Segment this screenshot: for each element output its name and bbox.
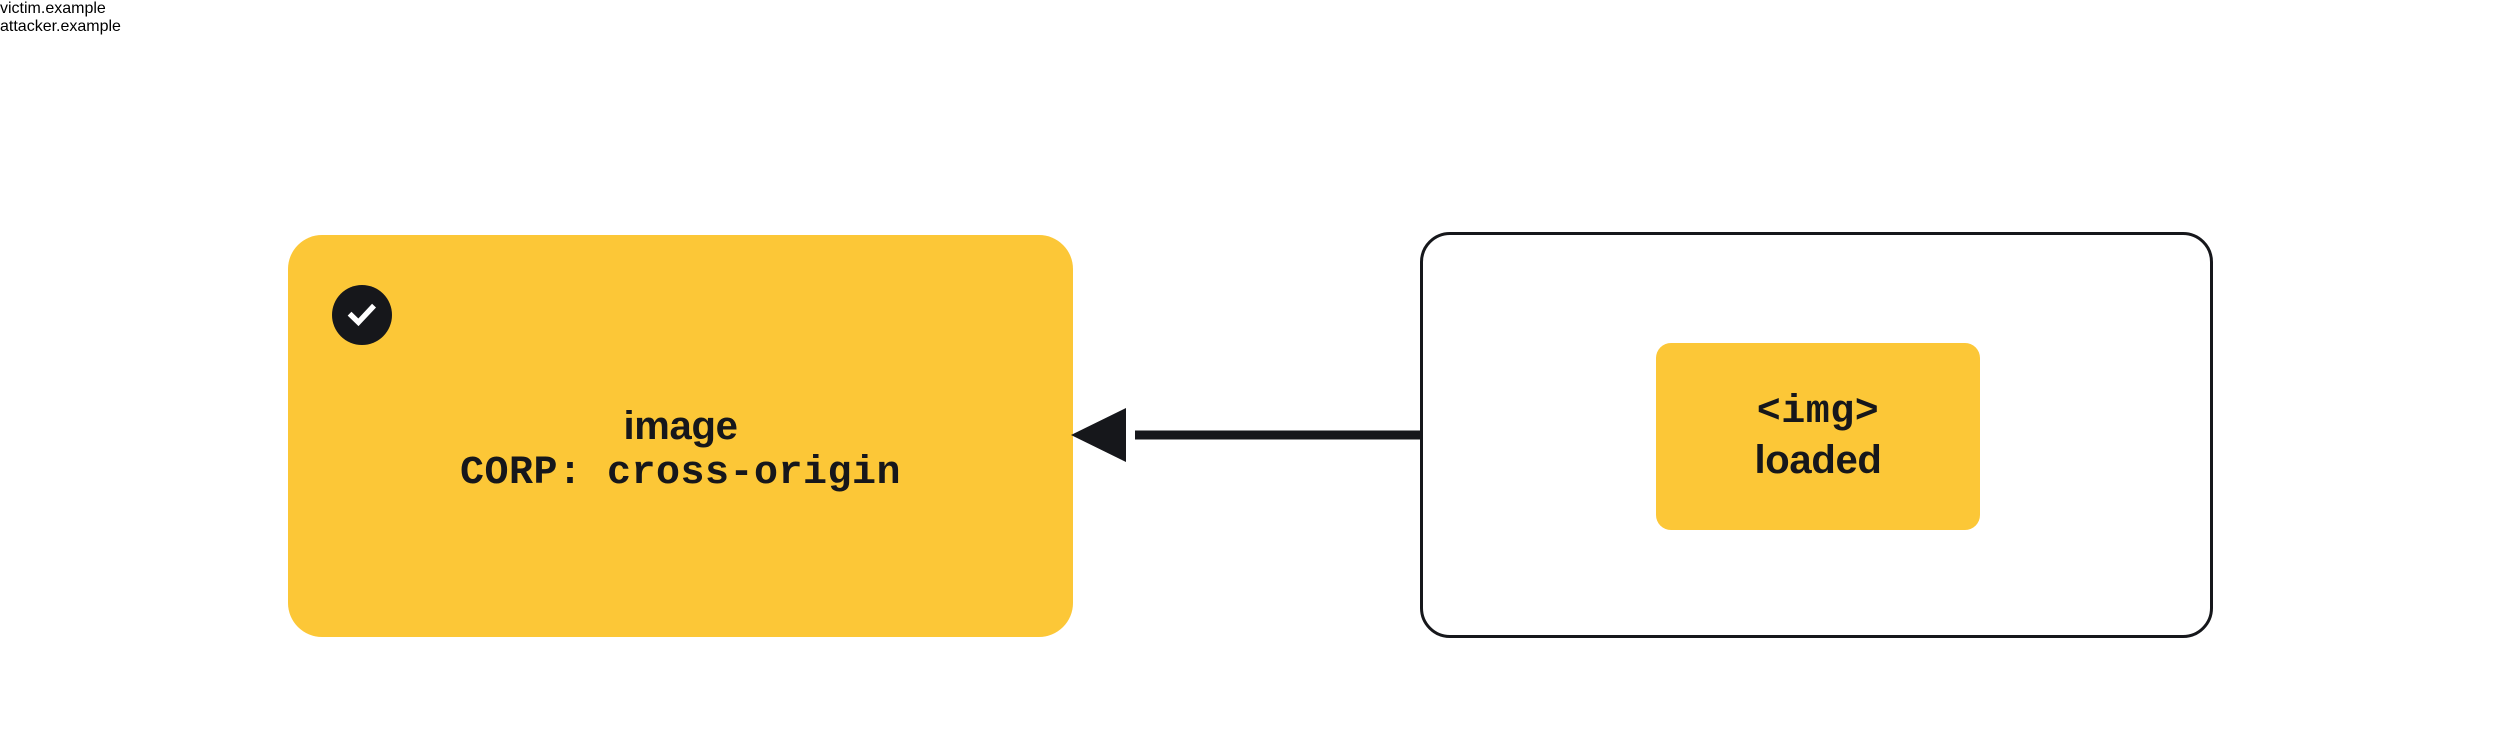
attacker-origin-panel: <img> loaded: [1420, 232, 2213, 638]
victim-policy-label: CORP: cross-origin: [459, 451, 902, 497]
img-element-label: <img>: [1756, 390, 1880, 436]
victim-origin-panel: image CORP: cross-origin: [288, 235, 1073, 637]
check-icon: [332, 285, 392, 345]
victim-resource-label: image: [623, 404, 738, 448]
img-state-label: loaded: [1754, 437, 1882, 482]
victim-resource-text: image CORP: cross-origin: [288, 403, 1073, 497]
victim-origin-label: victim.example: [0, 0, 106, 17]
attacker-origin-label: attacker.example: [0, 18, 121, 35]
img-element-chip: <img> loaded: [1656, 343, 1980, 530]
